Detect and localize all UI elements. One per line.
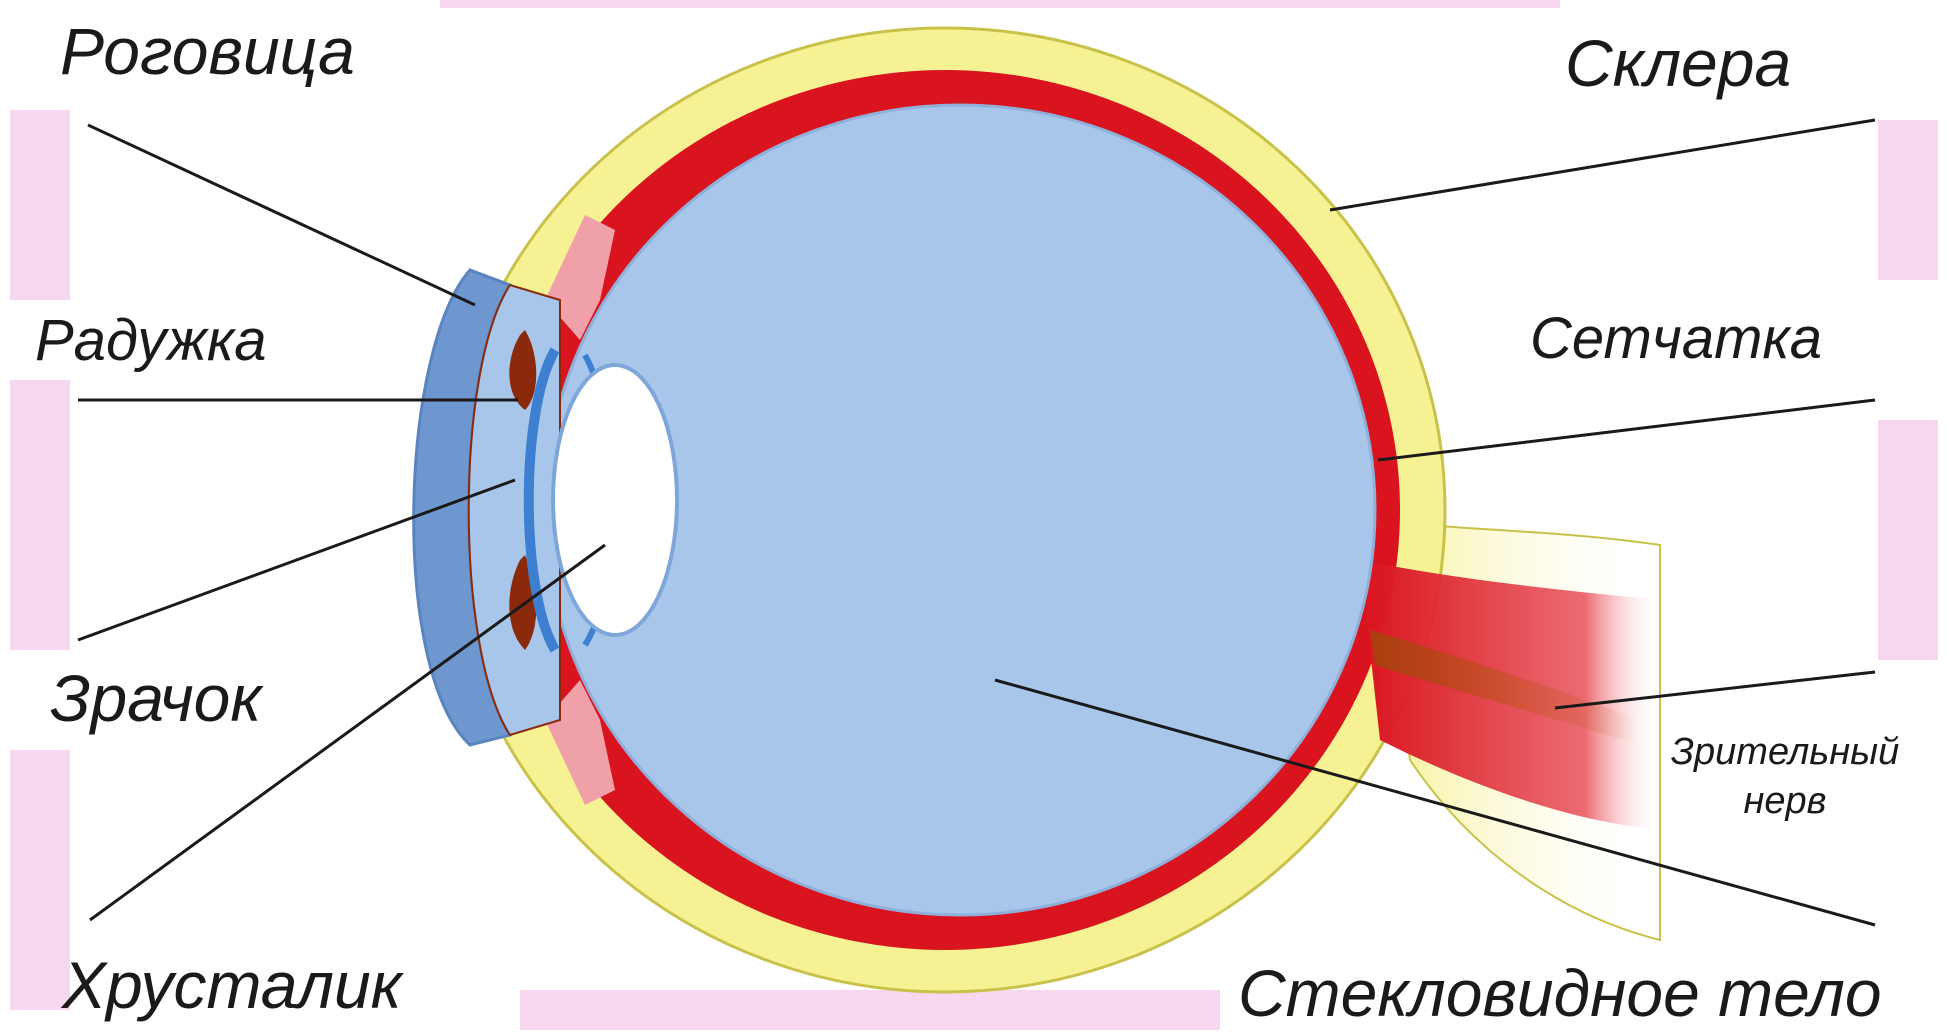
label-lens: Хрусталик [62, 952, 402, 1018]
lens [553, 365, 677, 635]
label-vitreous: Стекловидное тело [1238, 960, 1882, 1026]
label-retina: Сетчатка [1530, 310, 1822, 368]
label-optic-nerve: Зрительный нерв [1620, 728, 1947, 827]
label-pupil: Зрачок [50, 665, 262, 731]
leader-cornea [88, 125, 475, 305]
label-optic-nerve-line1: Зрительный [1671, 731, 1900, 773]
label-sclera: Склера [1565, 30, 1791, 96]
leader-retina [1378, 400, 1875, 460]
label-iris: Радужка [35, 312, 267, 370]
label-cornea: Роговица [60, 18, 355, 84]
leader-sclera [1330, 120, 1875, 210]
label-optic-nerve-line2: нерв [1743, 780, 1826, 822]
